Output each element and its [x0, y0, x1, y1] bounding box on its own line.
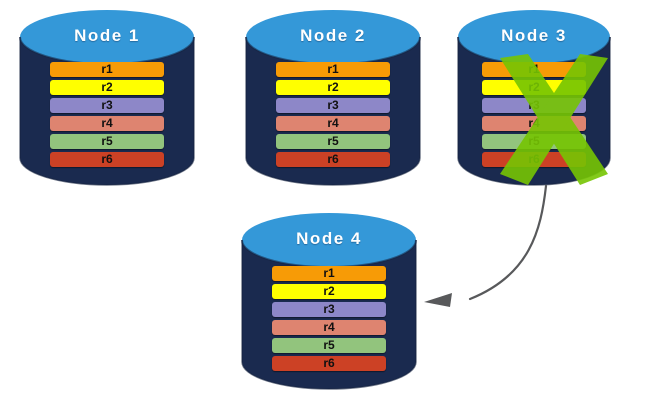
- node-4-row-r2[interactable]: r2: [272, 284, 386, 299]
- node-3-row-r6[interactable]: r6: [482, 152, 586, 167]
- node-4-row-r1[interactable]: r1: [272, 266, 386, 281]
- node-1-row-r3[interactable]: r3: [50, 98, 164, 113]
- node-4[interactable]: Node 4 r1 r2 r3 r4 r5 r6: [241, 212, 417, 390]
- node-1-rows: r1 r2 r3 r4 r5 r6: [50, 62, 164, 167]
- node-2-row-r3[interactable]: r3: [276, 98, 390, 113]
- node-3-rows: r1 r2 r3 r4 r5 r6: [482, 62, 586, 167]
- node-3[interactable]: Node 3 r1 r2 r3 r4 r5 r6: [457, 10, 611, 186]
- node-1-row-r4[interactable]: r4: [50, 116, 164, 131]
- node-3-row-r2[interactable]: r2: [482, 80, 586, 95]
- node-4-rows: r1 r2 r3 r4 r5 r6: [272, 266, 386, 371]
- node-2-row-r2[interactable]: r2: [276, 80, 390, 95]
- node-2[interactable]: Node 2 r1 r2 r3 r4 r5 r6: [245, 10, 421, 186]
- node-2-rows: r1 r2 r3 r4 r5 r6: [276, 62, 390, 167]
- node-3-row-r3[interactable]: r3: [482, 98, 586, 113]
- node-4-row-r4[interactable]: r4: [272, 320, 386, 335]
- node-4-row-r3[interactable]: r3: [272, 302, 386, 317]
- node-2-row-r5[interactable]: r5: [276, 134, 390, 149]
- node-4-row-r6[interactable]: r6: [272, 356, 386, 371]
- node-4-row-r5[interactable]: r5: [272, 338, 386, 353]
- node-1[interactable]: Node 1 r1 r2 r3 r4 r5 r6: [19, 10, 195, 186]
- node-3-row-r4[interactable]: r4: [482, 116, 586, 131]
- node-2-row-r6[interactable]: r6: [276, 152, 390, 167]
- node-1-row-r5[interactable]: r5: [50, 134, 164, 149]
- node-1-row-r2[interactable]: r2: [50, 80, 164, 95]
- node-1-row-r6[interactable]: r6: [50, 152, 164, 167]
- node-3-row-r5[interactable]: r5: [482, 134, 586, 149]
- node-3-row-r1[interactable]: r1: [482, 62, 586, 77]
- node-2-row-r4[interactable]: r4: [276, 116, 390, 131]
- node-2-row-r1[interactable]: r1: [276, 62, 390, 77]
- node-1-row-r1[interactable]: r1: [50, 62, 164, 77]
